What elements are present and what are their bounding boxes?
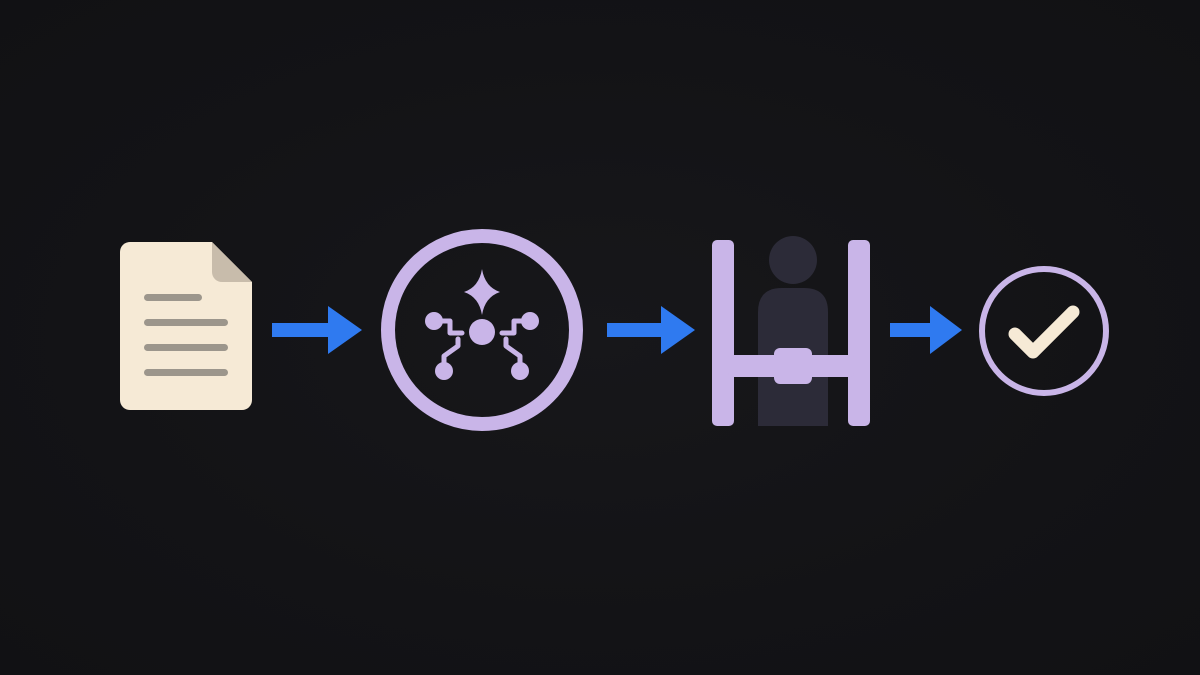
checkmark-circle-icon xyxy=(975,262,1113,400)
document-line xyxy=(144,369,228,376)
human-in-the-loop-icon xyxy=(708,232,876,432)
network-hub-node xyxy=(469,319,495,345)
check-ring xyxy=(979,266,1109,396)
checkmark-icon xyxy=(1008,305,1080,359)
sparkle-icon xyxy=(464,269,500,315)
network-node xyxy=(425,312,443,330)
crossbar-buckle xyxy=(774,348,812,384)
network-node xyxy=(521,312,539,330)
document-line xyxy=(144,319,228,326)
right-post xyxy=(848,240,870,426)
ai-network-icon xyxy=(378,225,586,435)
arrow-right-icon xyxy=(605,304,697,356)
left-post xyxy=(712,240,734,426)
person-head xyxy=(769,236,817,284)
arrow-right-icon xyxy=(270,304,364,356)
document-line xyxy=(144,344,228,351)
network-node xyxy=(511,362,529,380)
ai-ring xyxy=(381,229,583,431)
network-node xyxy=(435,362,453,380)
document-icon xyxy=(118,240,254,412)
arrow-right-icon xyxy=(888,304,964,356)
document-line xyxy=(144,294,202,301)
document-fold xyxy=(212,242,252,282)
